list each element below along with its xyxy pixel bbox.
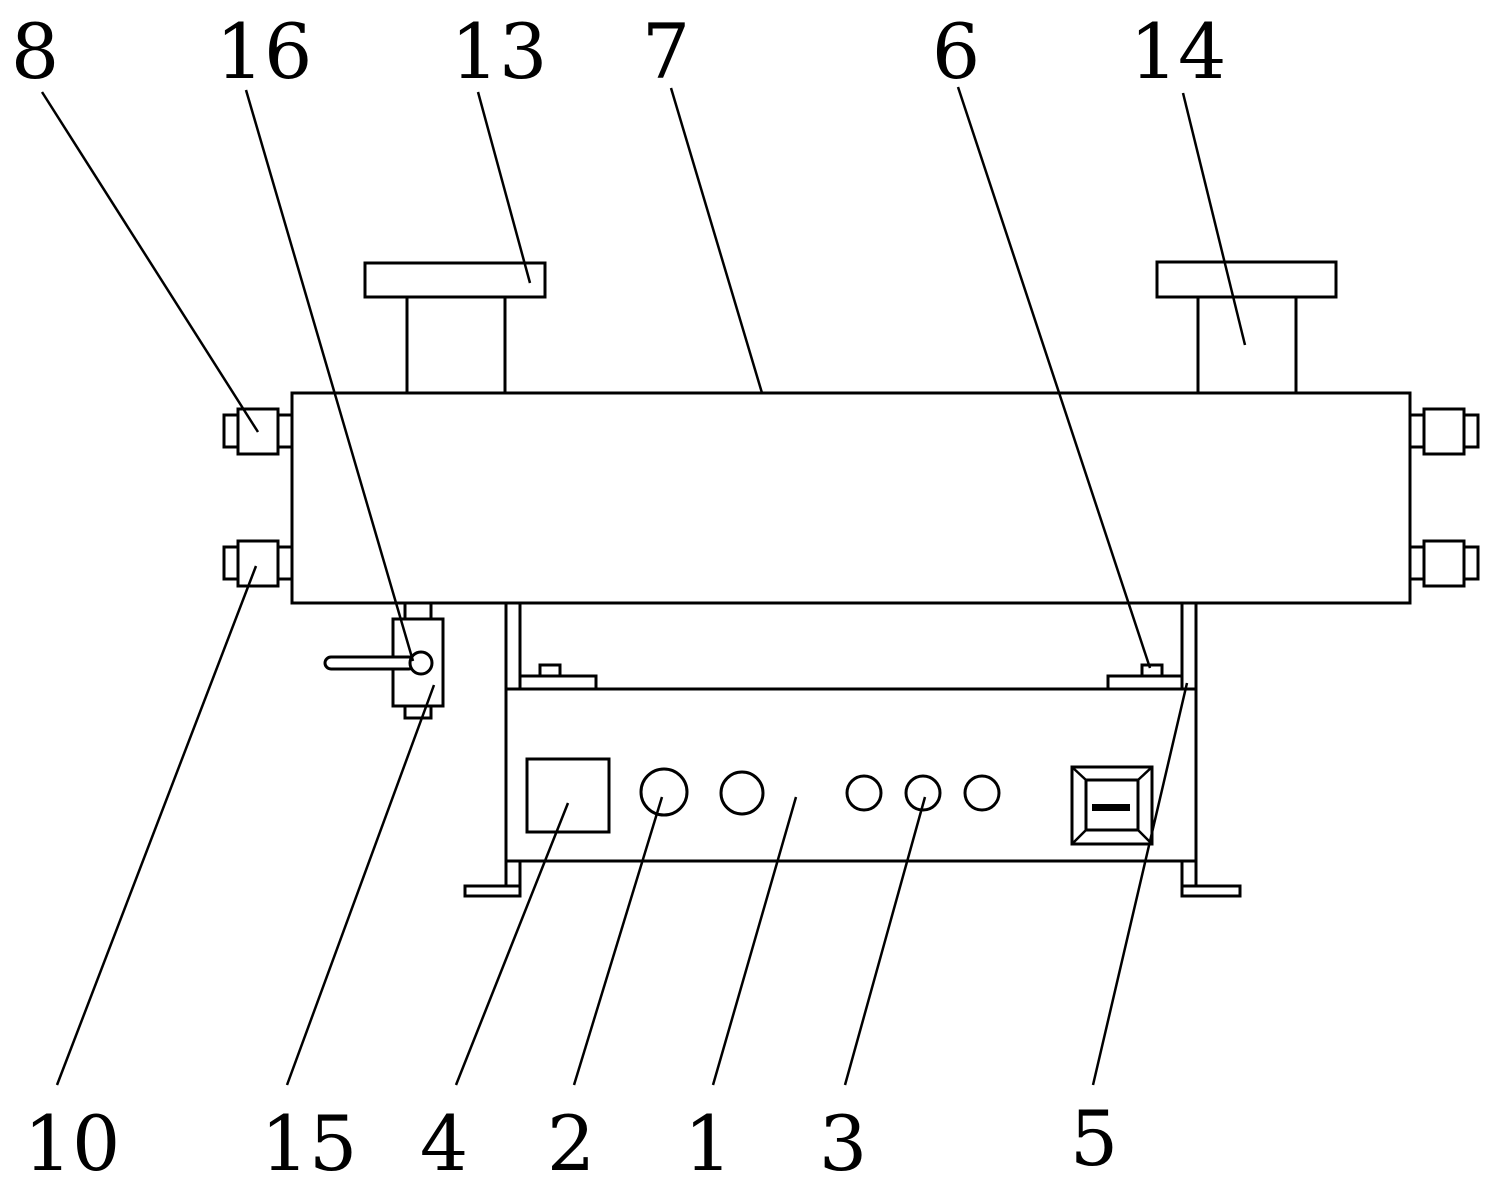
button-3a: [845, 774, 883, 812]
label-16: 16: [216, 7, 313, 96]
label-14: 14: [1130, 7, 1227, 96]
main-tank-7: [290, 391, 1412, 605]
nozzle-10: [222, 539, 294, 588]
label-10: 10: [24, 1099, 121, 1188]
label-7: 7: [642, 7, 690, 96]
label-4: 4: [420, 1099, 468, 1188]
label-2: 2: [547, 1099, 595, 1188]
label-8: 8: [11, 7, 59, 96]
label-1: 1: [684, 1099, 732, 1188]
pipe-14: [1155, 260, 1338, 396]
pipe-13: [363, 261, 547, 396]
label-3: 3: [819, 1099, 867, 1188]
power-switch: [1070, 765, 1154, 846]
knob-2b: [719, 770, 765, 816]
label-5: 5: [1070, 1094, 1118, 1183]
nozzle-right-bottom: [1408, 539, 1480, 588]
label-13: 13: [451, 7, 548, 96]
label-6: 6: [932, 7, 980, 96]
button-3c: [963, 774, 1001, 812]
leader-lines: [40, 86, 1247, 1086]
knob-2: [639, 767, 689, 817]
label-15: 15: [261, 1099, 358, 1188]
valve-handle-16: [323, 650, 434, 676]
bracket-6-left: [518, 663, 598, 691]
bracket-6-right: [1106, 663, 1184, 691]
display-4: [525, 757, 611, 834]
button-3: [904, 774, 942, 812]
nozzle-right-top: [1408, 407, 1480, 456]
